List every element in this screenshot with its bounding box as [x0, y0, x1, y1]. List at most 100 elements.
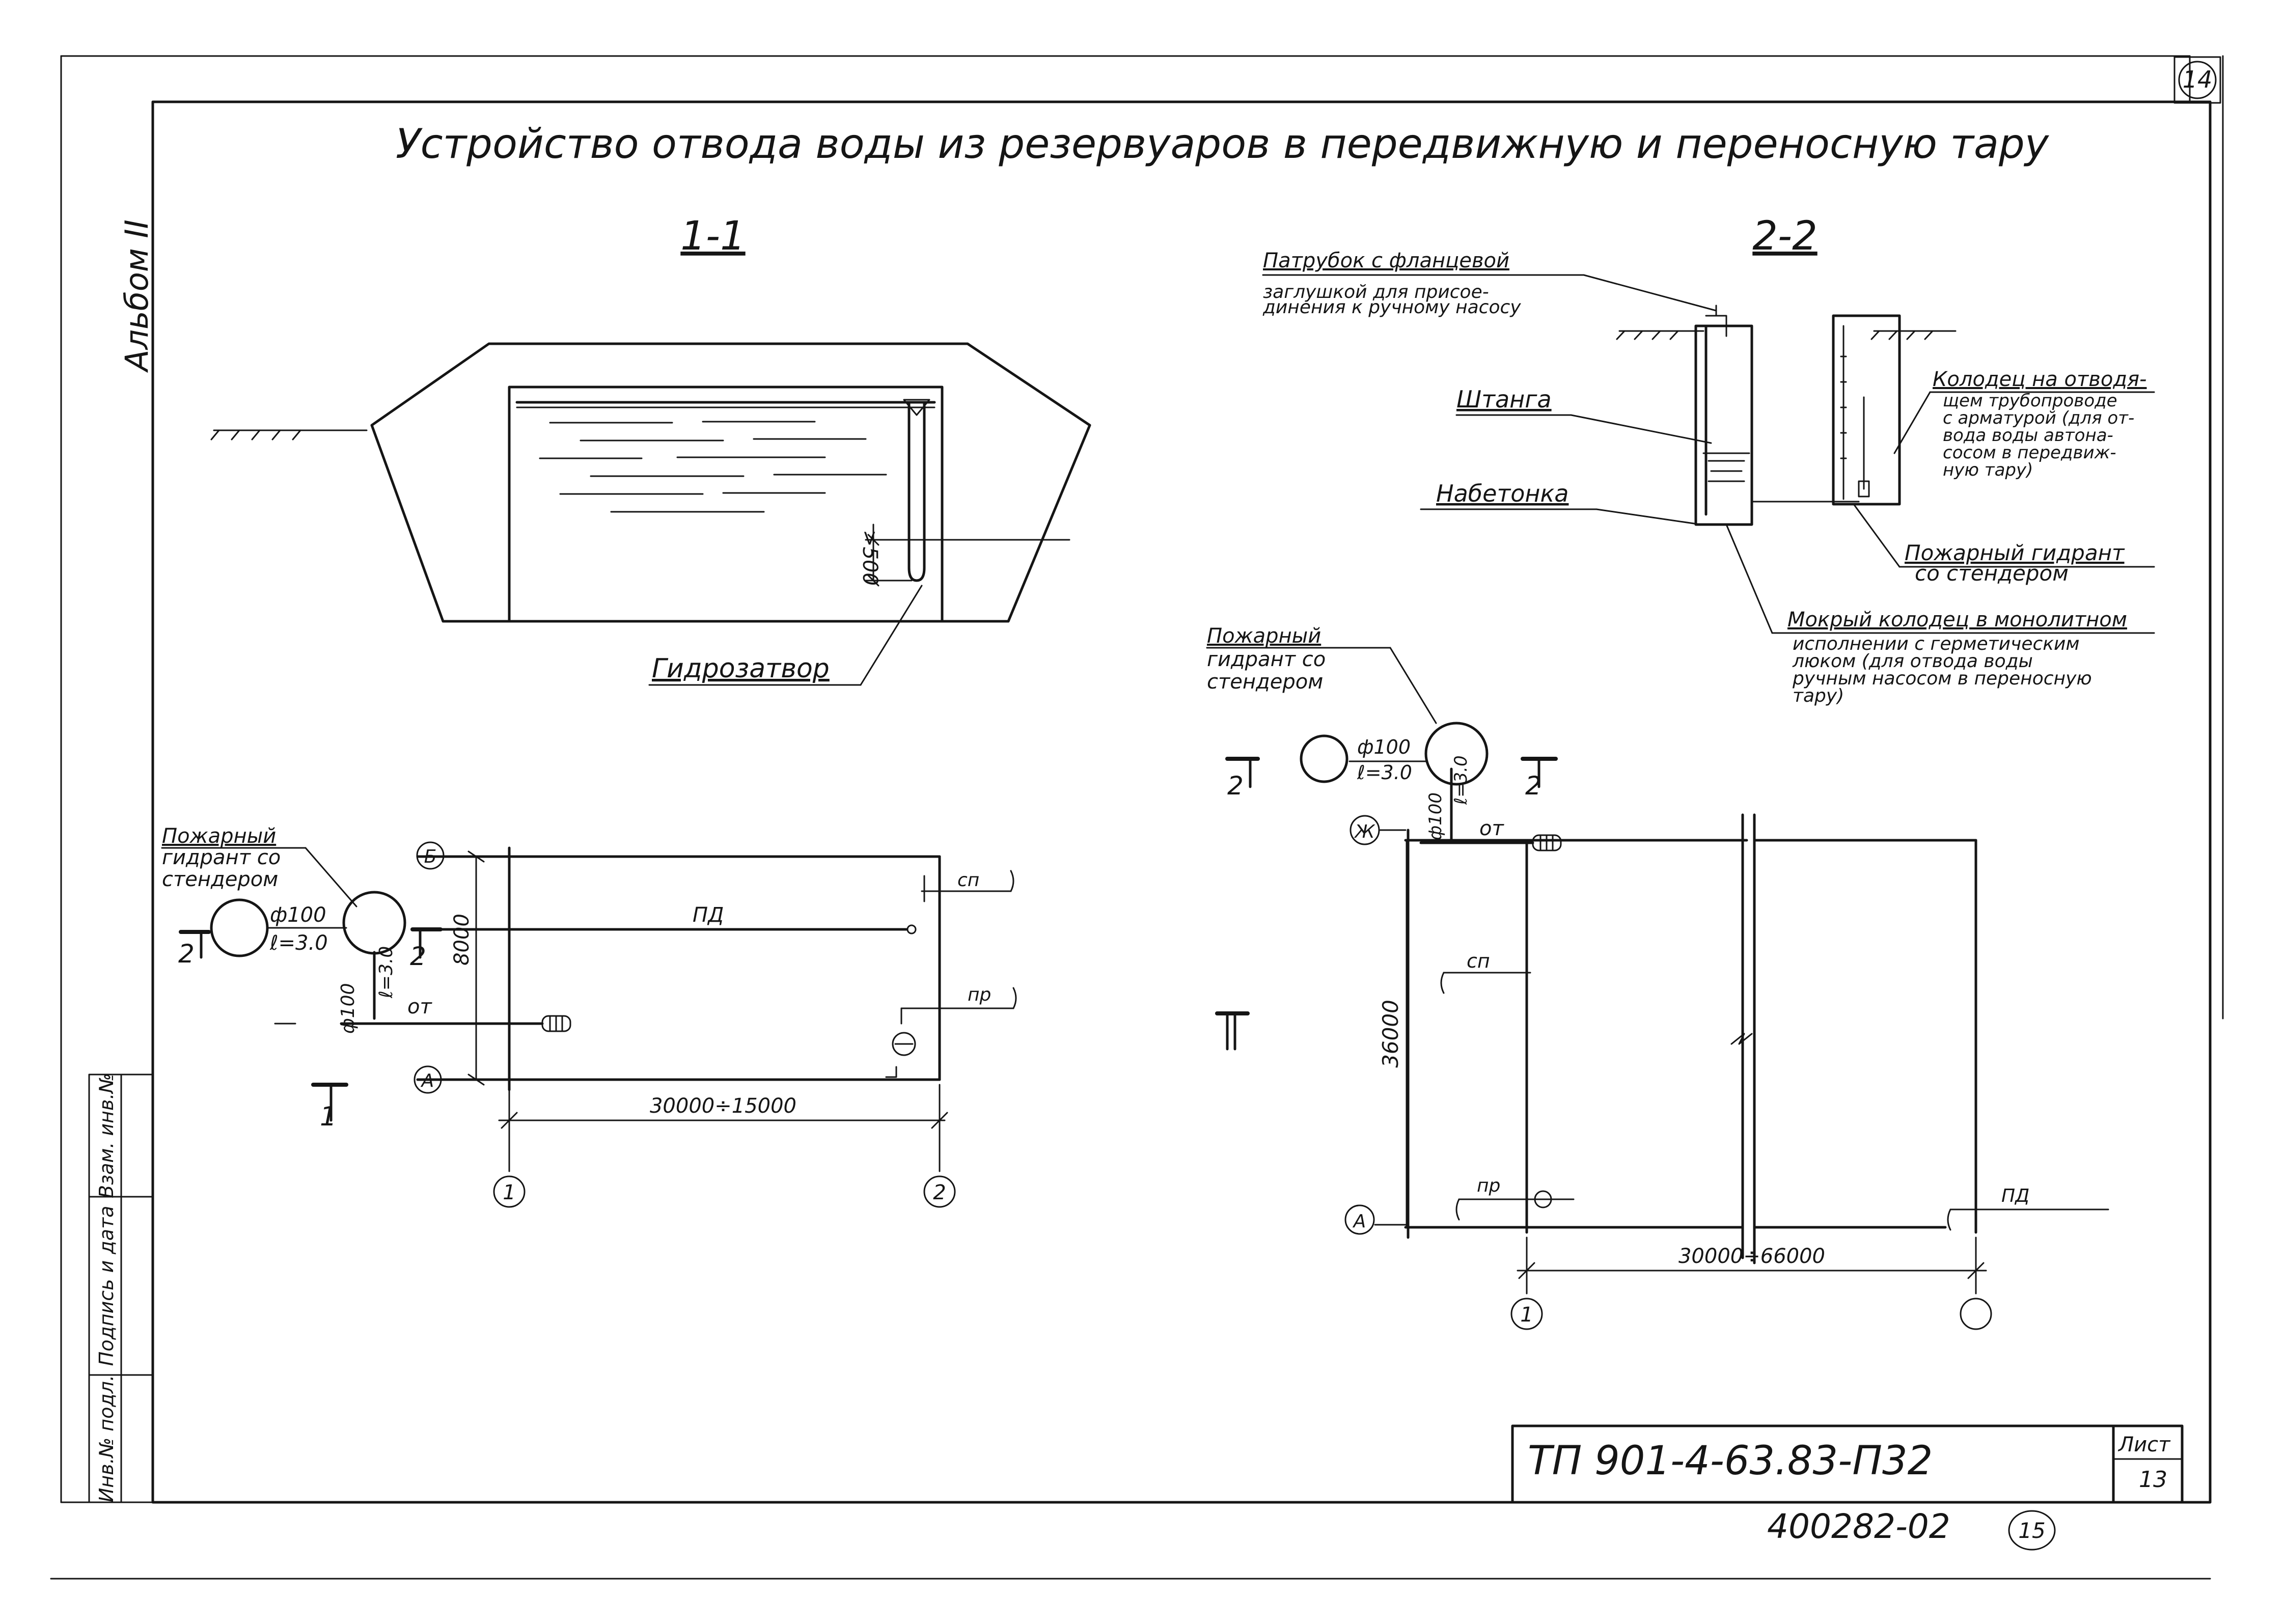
callout-gidrant: Пожарный гидрант со стендером [1853, 503, 2155, 586]
sheet-label: Лист [2117, 1433, 2171, 1456]
plan1-hydrant-left [210, 898, 269, 957]
title-block: ТП 901-4-63.83-П32 Лист 13 [1511, 1424, 2184, 1504]
plan2-hydrant-2: гидрант со [1207, 648, 1326, 671]
plan2-hydrant-1: Пожарный [1207, 624, 1321, 648]
inventory-number: 400282-02 [1767, 1507, 1950, 1546]
plan2-line-pd: ПД [2001, 1186, 2029, 1206]
label-patrubok-3: динения к ручному насосу [1262, 297, 1521, 318]
plan2-pipe-dia: ф100 [1357, 736, 1411, 758]
page-number: 14 [2183, 66, 2213, 93]
label-patrubok: Патрубок с фланцевой [1263, 249, 1509, 272]
label-kolodets-2: щем трубопроводе [1943, 391, 2117, 411]
svg-text:1: 1 [1520, 1303, 1533, 1327]
plan2-line-ot: от [1479, 817, 1504, 840]
plan1-axis-a [414, 1065, 442, 1094]
plan1-section-mark-left: 2 [178, 930, 211, 969]
label-gidrant-2: со стендером [1915, 561, 2069, 586]
plan1-line-sp: сп [957, 870, 979, 891]
earth-embankment [370, 342, 1091, 623]
plan2-axis-right [1960, 1298, 1992, 1330]
section-1-1: 1-1 [210, 213, 1091, 686]
svg-text:Ж: Ж [1354, 821, 1376, 842]
plan2-axis-1 [1510, 1298, 1543, 1330]
plan1-axis-2 [923, 1175, 956, 1208]
wet-well [1694, 305, 1753, 526]
dimension-500: >500 [858, 524, 1065, 587]
label-mokryi-1: Мокрый колодец в монолитном [1787, 608, 2127, 631]
svg-text:2: 2 [1525, 771, 1541, 801]
plan2-line-pr: пр [1477, 1175, 1500, 1196]
plan2-hydrant-left [1300, 734, 1348, 783]
plan1-axis-b [416, 841, 445, 870]
plan2-section-mark-left: 2 [1225, 757, 1260, 801]
left-stamp: Взам. инв.№ Подпись и дата Инв.№ подл. [88, 1073, 154, 1503]
label-gidrant-1: Пожарный гидрант [1905, 540, 2125, 565]
page-number-circle: 14 [2173, 56, 2221, 104]
water-hatching [539, 421, 887, 513]
plan2-axis-a [1344, 1204, 1375, 1235]
sheet-number: 13 [2139, 1467, 2167, 1493]
water-seal [903, 399, 930, 582]
callout-gidrozatvor: Гидрозатвор [648, 585, 923, 686]
plan1-pipe-dia: ф100 [270, 903, 326, 927]
label-shtanga: Штанга [1456, 386, 1552, 413]
label-kolodets-4: вода воды автона- [1943, 425, 2113, 446]
plan1-line-ot: от [407, 995, 432, 1019]
label-kolodets-3: с арматурой (для от- [1943, 408, 2134, 428]
plan1-pipe-len: ℓ=3.0 [269, 931, 328, 955]
svg-text:15: 15 [2018, 1518, 2045, 1543]
plan1-hydrant-right [342, 891, 406, 955]
plan2-pipe-len: ℓ=3.0 [1357, 761, 1412, 784]
svg-text:1: 1 [320, 1102, 337, 1132]
svg-text:Б: Б [424, 846, 437, 867]
plan2-pipe-len-v: ℓ=3.0 [1451, 755, 1471, 805]
footer-number: 15 [2008, 1510, 2056, 1551]
plan2-axis-zh [1350, 815, 1380, 845]
callout-kolodets: Колодец на отводя- щем трубопроводе с ар… [1893, 368, 2155, 480]
plan1-hydrant-3: стендером [162, 868, 278, 891]
plan2-dim-height: 36000 [1378, 1000, 1403, 1068]
plan1-line-pd: ПД [693, 903, 724, 927]
reservoir [508, 386, 944, 623]
section-1-title: 1-1 [680, 213, 745, 259]
doc-code: ТП 901-4-63.83-П32 [1528, 1438, 1933, 1484]
label-nabetonka: Набетонка [1436, 480, 1568, 507]
svg-text:2: 2 [1227, 771, 1244, 801]
stamp-vzam-inv: Взам. инв.№ [95, 1073, 118, 1198]
label-mokryi-4: ручным насосом в переносную [1792, 668, 2092, 689]
dimension-500-label: >500 [858, 530, 882, 586]
drawing-title: Устройство отвода воды из резервуаров в … [396, 120, 2050, 168]
label-mokryi-5: тару) [1793, 685, 1844, 706]
callout-mokryi: Мокрый колодец в монолитном исполнении с… [1725, 524, 2155, 706]
label-mokryi-3: люком (для отвода воды [1792, 651, 2033, 672]
svg-text:А: А [421, 1070, 434, 1091]
valve-chamber [1751, 314, 1901, 506]
stamp-inv-podl: Инв.№ подл. [95, 1375, 118, 1502]
plan2-hydrant-3: стендером [1207, 670, 1323, 694]
section-2-title: 2-2 [1752, 213, 1817, 259]
plan1-hydrant-1: Пожарный [162, 824, 276, 848]
plan1-section-mark-right: 2 [410, 927, 443, 971]
plan-1: Пожарный гидрант со стендером 2 ф100 ℓ=3… [161, 824, 1017, 1208]
plan1-pipe-len-v: ℓ=3.0 [376, 946, 397, 999]
plan2-line-sp: сп [1467, 950, 1490, 972]
plan1-dim-height: 8000 [450, 914, 474, 966]
plan1-axis-1 [493, 1175, 526, 1208]
stamp-podpis-data: Подпись и дата [95, 1206, 118, 1366]
plan1-dim-width: 30000÷15000 [650, 1094, 796, 1118]
sheet-frame [50, 55, 2224, 1580]
svg-text:А: А [1353, 1211, 1366, 1232]
section-2-2: 2-2 Патрубок с фланцевой заглушкой для п… [1262, 213, 2155, 706]
svg-text:2: 2 [933, 1181, 946, 1204]
svg-text:2: 2 [178, 939, 195, 969]
plan2-dim-width: 30000÷66000 [1678, 1245, 1825, 1268]
svg-text:1: 1 [503, 1181, 515, 1204]
plan2-pipe-dia-v: ф100 [1425, 792, 1446, 840]
plan1-hydrant-2: гидрант со [162, 846, 281, 869]
plan1-pipe-dia-v: ф100 [338, 983, 359, 1034]
plan2-section-mark-right: 2 [1521, 757, 1558, 801]
plan-2: Пожарный гидрант со стендером 2 2 ф100 ℓ… [1206, 624, 2109, 1330]
label-gidrozatvor: Гидрозатвор [652, 653, 830, 684]
label-kolodets-1: Колодец на отводя- [1933, 368, 2146, 391]
